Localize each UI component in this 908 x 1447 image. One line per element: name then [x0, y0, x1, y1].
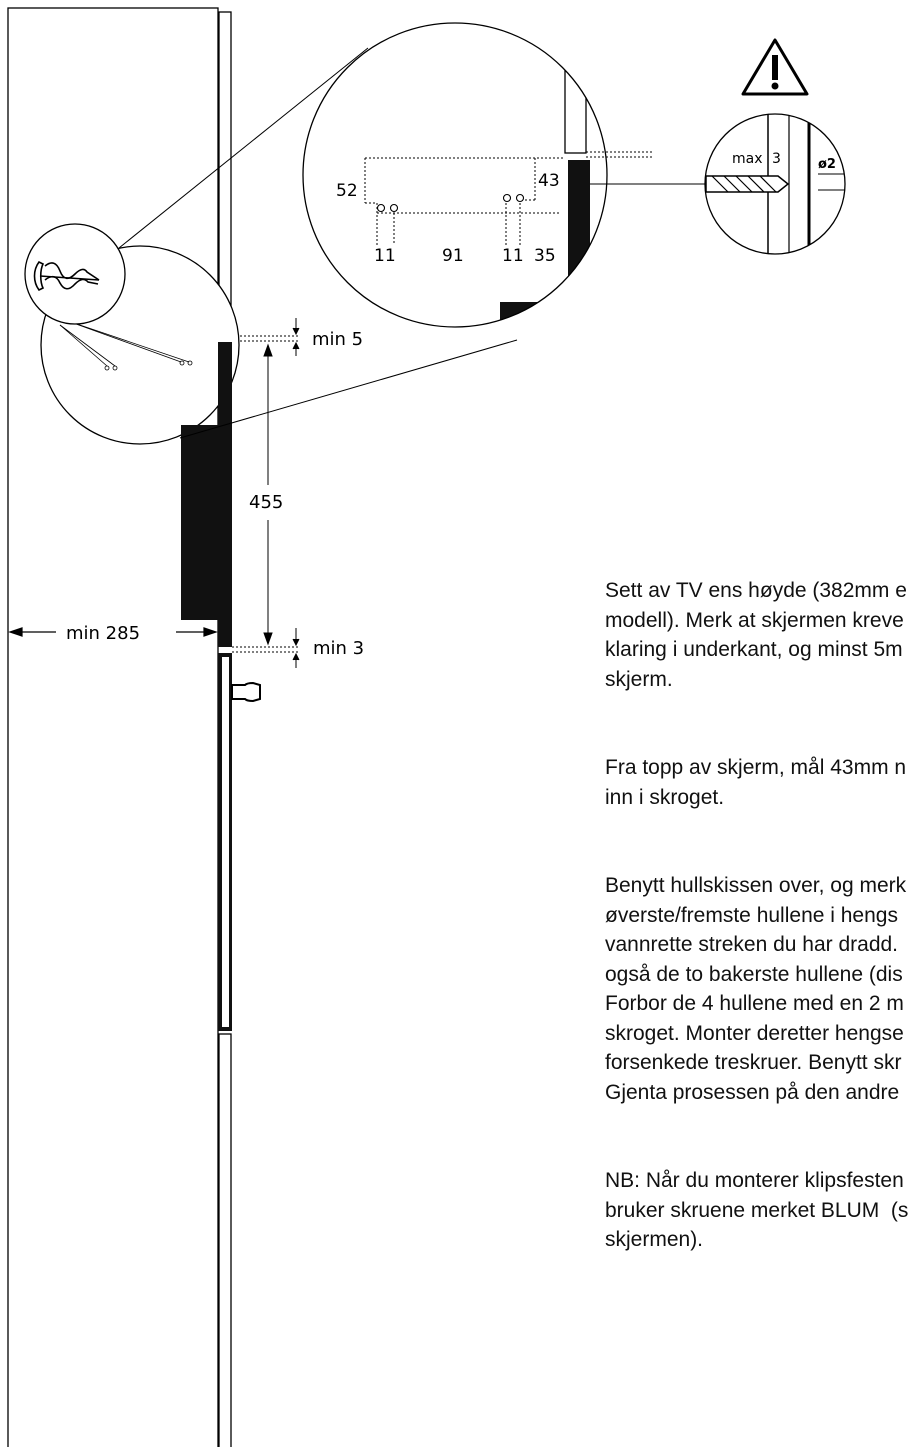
max-depth-value: 3 — [772, 151, 781, 167]
dim-11b-label: 11 — [502, 246, 524, 266]
instruction-paragraph-3: Benytt hullskissen over, og merk øverste… — [605, 874, 907, 1104]
drill-depth-detail: max 3 ø2 — [704, 113, 846, 255]
gap-top-marker — [232, 318, 300, 356]
zoom-leader-top — [118, 47, 369, 249]
instruction-paragraph-1: Sett av TV ens høyde (382mm e modell). M… — [605, 579, 907, 691]
diagram-svg: min 5 455 min 3 min 285 — [7, 7, 846, 1447]
hole-template-zoom: 52 43 11 91 11 35 — [302, 22, 653, 328]
depth-285-dimension — [8, 627, 218, 637]
dim-91-label: 91 — [442, 246, 464, 266]
front-strip-upper — [218, 11, 232, 335]
dim-43-label: 43 — [538, 171, 560, 191]
lower-door-inner — [222, 657, 229, 1027]
drill-diameter-label: ø2 — [818, 157, 836, 172]
zoom-leader-bottom — [179, 339, 518, 439]
min-5-label: min 5 — [312, 329, 363, 350]
instruction-paragraph-2: Fra topp av skjerm, mål 43mm n inn i skr… — [605, 756, 907, 809]
installation-diagram-page: min 5 455 min 3 min 285 — [7, 7, 846, 1447]
dim-35-label: 35 — [534, 246, 556, 266]
cabinet-side-panel — [7, 7, 219, 1447]
drill-bit-icon — [33, 260, 100, 292]
warning-triangle-icon — [741, 38, 809, 96]
tv-screen-in-circle — [181, 342, 232, 450]
max-depth-label: max — [732, 151, 763, 167]
min-285-label: min 285 — [66, 623, 140, 644]
height-455-label: 455 — [249, 492, 283, 513]
screw-position-markers — [59, 319, 193, 371]
dim-11a-label: 11 — [374, 246, 396, 266]
height-455-dimension — [263, 343, 273, 646]
door-handle — [231, 681, 261, 703]
gap-bottom-marker — [232, 628, 300, 668]
min-3-label: min 3 — [313, 638, 364, 659]
dim-52-label: 52 — [336, 181, 358, 201]
instruction-paragraph-4: NB: Når du monterer klipsfesten bruker s… — [605, 1169, 908, 1251]
front-strip-lower — [218, 1033, 232, 1447]
